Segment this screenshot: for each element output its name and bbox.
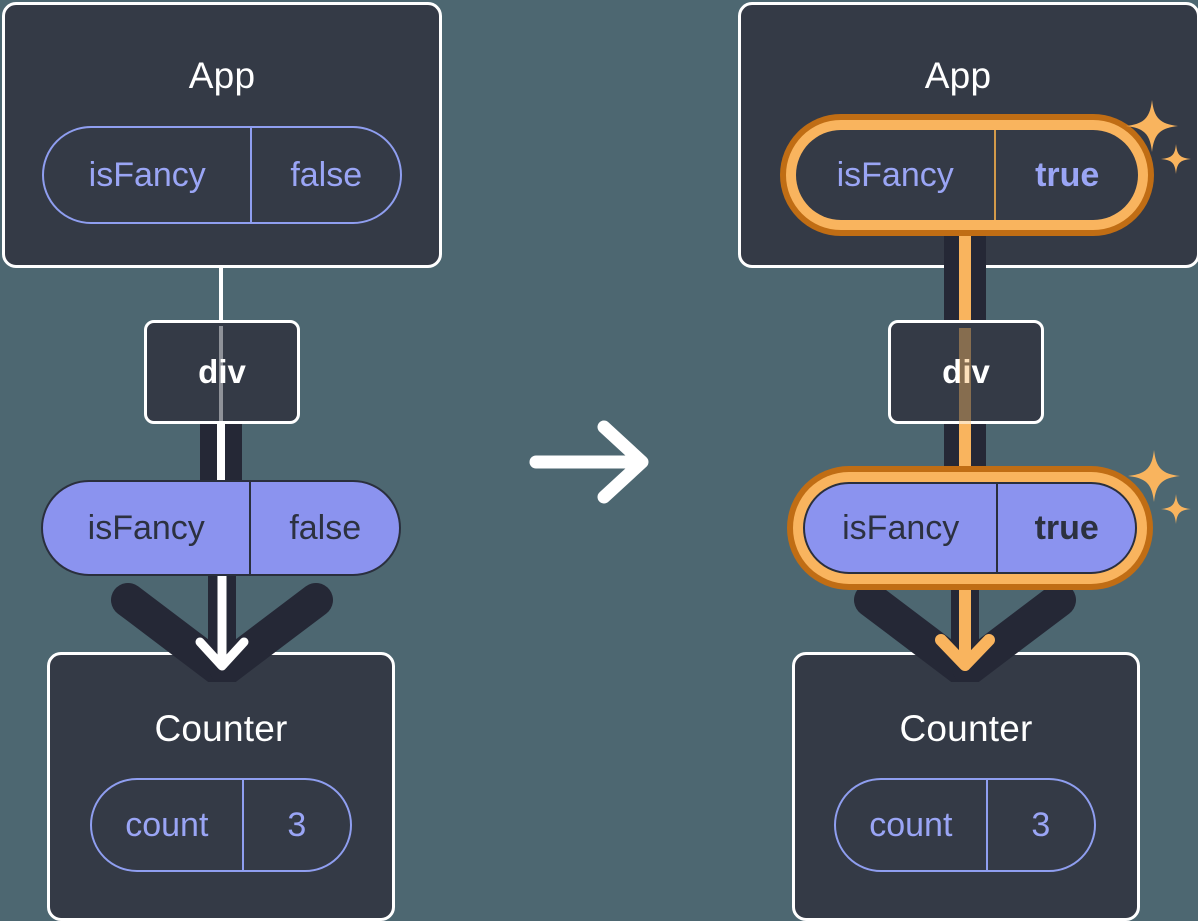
counter-component-box-before: Counter [47, 652, 395, 921]
app-state-value-before: false [250, 128, 400, 222]
prop-pill-before: isFancy false [41, 480, 401, 576]
prop-value-before: false [249, 482, 399, 574]
app-state-pill-before: isFancy false [42, 126, 402, 224]
sparkle-icon-app-after [1126, 100, 1191, 174]
counter-title-before: Counter [154, 708, 288, 749]
dom-node-div-after: div [888, 320, 1044, 424]
counter-state-name-before: count [125, 805, 209, 844]
app-title-after: App [924, 55, 992, 96]
counter-state-value-before: 3 [241, 780, 350, 870]
connector-app-to-div-core-after [959, 218, 971, 328]
render-arrow-before [111, 572, 333, 682]
prop-name-before: isFancy [87, 508, 205, 547]
app-title-before: App [188, 55, 256, 96]
counter-state-value-after: 3 [985, 780, 1094, 870]
prop-name-after: isFancy [842, 508, 960, 547]
prop-pill-after: isFancy true [803, 482, 1137, 574]
connector-through-div-after [959, 328, 971, 424]
app-state-name-after: isFancy [836, 155, 954, 194]
counter-title-after: Counter [899, 708, 1033, 749]
counter-state-name-after: count [869, 805, 953, 844]
connector-div-to-prop-core-before [217, 424, 225, 482]
app-state-value-after: true [994, 130, 1138, 220]
prop-value-after: true [996, 484, 1135, 572]
sparkle-icon-prop-after [1128, 450, 1191, 524]
dom-node-div-label-after: div [942, 353, 990, 390]
dom-node-div-before: div [144, 320, 300, 424]
app-state-pill-after: isFancy true [796, 130, 1138, 220]
app-state-highlight-ring-hole-after [796, 130, 1138, 220]
transition-arrow-icon [529, 420, 649, 504]
dom-node-div-label-before: div [198, 353, 246, 390]
connector-through-div-before [219, 326, 223, 422]
counter-state-pill-after: count 3 [834, 778, 1096, 872]
app-state-name-before: isFancy [88, 155, 206, 194]
connector-app-to-div-before [219, 268, 223, 326]
counter-state-pill-before: count 3 [90, 778, 352, 872]
